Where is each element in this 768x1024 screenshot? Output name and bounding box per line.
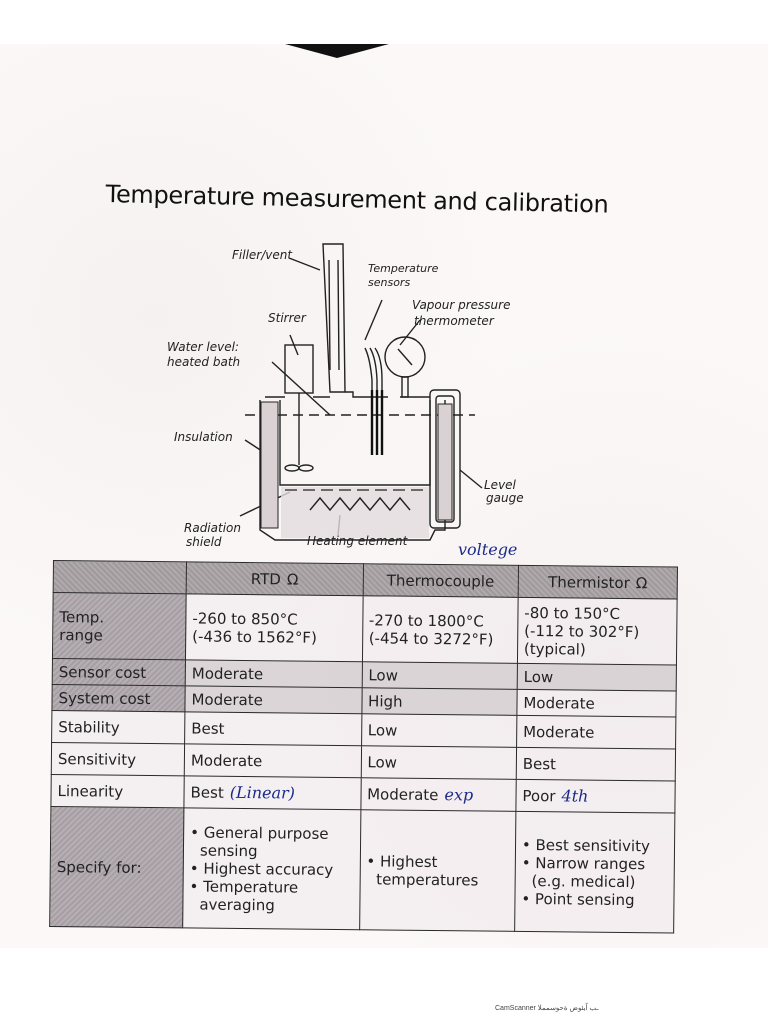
label-temperature-sensors-2: sensors bbox=[368, 276, 411, 289]
cell-line: -80 to 150°C bbox=[524, 603, 621, 623]
header-corner bbox=[53, 560, 187, 594]
scan-top-margin bbox=[0, 0, 768, 44]
cell-thermistor-system-cost: Moderate bbox=[516, 689, 677, 718]
cell-line: • Highest bbox=[366, 851, 438, 871]
label-radiation-shield-2: shield bbox=[186, 535, 222, 549]
cell-line: (-454 to 3272°F) bbox=[368, 628, 494, 649]
label-vapour-pressure-1: Vapour pressure bbox=[412, 298, 511, 312]
cell-line: (-112 to 302°F) bbox=[524, 621, 640, 641]
cell-thermistor-stability: Moderate bbox=[516, 715, 676, 750]
camscanner-watermark: CamScanner ـب اًيئوض ةحوسمملا bbox=[495, 1005, 599, 1012]
cell-line: • General purpose bbox=[190, 822, 329, 843]
header-rtd: RTD Ω bbox=[186, 561, 364, 596]
calibration-bath-diagram: Filler/vent Temperature sensors Vapour p… bbox=[160, 240, 540, 550]
handwritten-fourth-note: 4th bbox=[561, 786, 589, 806]
row-label-stability: Stability bbox=[51, 710, 185, 744]
cell-thermistor-range: -80 to 150°C (-112 to 302°F) (typical) bbox=[517, 597, 678, 666]
label-water-level-1: Water level: bbox=[167, 340, 239, 354]
cell-line: (-436 to 1562°F) bbox=[192, 626, 317, 647]
cell-line: • Point sensing bbox=[521, 889, 635, 909]
cell-rtd-range: -260 to 850°C (-436 to 1562°F) bbox=[185, 593, 363, 662]
row-label-system-cost: System cost bbox=[51, 684, 186, 712]
calibration-bath-illustration bbox=[239, 243, 483, 541]
cell-thermocouple-stability: Low bbox=[361, 713, 517, 748]
header-thermistor-label: Thermistor bbox=[548, 572, 630, 592]
cell-line: • Narrow ranges bbox=[521, 853, 646, 873]
row-label-line: range bbox=[59, 625, 103, 645]
cell-line: • Temperature bbox=[189, 876, 299, 897]
cell-line: • Highest accuracy bbox=[189, 858, 334, 879]
header-thermocouple: Thermocouple bbox=[362, 563, 519, 598]
page-fold-notch bbox=[285, 44, 389, 58]
cell-line: -260 to 850°C bbox=[192, 608, 298, 629]
cell-value: Moderate bbox=[367, 785, 439, 805]
row-label-sensitivity: Sensitivity bbox=[51, 742, 185, 776]
cell-thermocouple-specify: • Highest temperatures bbox=[359, 809, 516, 932]
label-filler-vent: Filler/vent bbox=[232, 248, 293, 262]
row-label-sensor-cost: Sensor cost bbox=[52, 658, 186, 686]
label-level-gauge-1: Level bbox=[484, 478, 516, 492]
scan-bottom-margin bbox=[0, 948, 768, 1024]
cell-line: temperatures bbox=[376, 869, 479, 889]
label-insulation: Insulation bbox=[174, 430, 233, 444]
cell-line: averaging bbox=[199, 895, 275, 914]
cell-thermocouple-sensitivity: Low bbox=[360, 745, 517, 780]
cell-line: (e.g. medical) bbox=[531, 871, 636, 891]
label-level-gauge-2: gauge bbox=[486, 491, 524, 505]
cell-thermocouple-range: -270 to 1800°C (-454 to 3272°F) bbox=[362, 595, 519, 664]
handwritten-exp-note: exp bbox=[444, 785, 474, 805]
row-label-temp-range: Temp. range bbox=[52, 592, 187, 660]
label-temperature-sensors-1: Temperature bbox=[368, 262, 439, 275]
label-stirrer: Stirrer bbox=[268, 311, 306, 325]
cell-rtd-stability: Best bbox=[184, 711, 362, 746]
row-label-specify-for: Specify for: bbox=[49, 806, 184, 928]
handwritten-linear-note: (Linear) bbox=[229, 782, 296, 803]
cell-thermocouple-sensor-cost: Low bbox=[361, 661, 518, 690]
cell-thermistor-sensor-cost: Low bbox=[517, 663, 677, 692]
cell-rtd-specify: • General purpose sensing • Highest accu… bbox=[182, 807, 361, 930]
table-row: Temp. range -260 to 850°C (-436 to 1562°… bbox=[52, 592, 678, 666]
ohm-icon: Ω bbox=[286, 569, 299, 589]
header-thermistor: Thermistor Ω bbox=[518, 565, 678, 600]
cell-thermocouple-system-cost: High bbox=[361, 687, 518, 716]
cell-line: sensing bbox=[199, 841, 258, 860]
label-heating-element: Heating element bbox=[307, 534, 408, 548]
cell-rtd-system-cost: Moderate bbox=[184, 685, 362, 714]
row-label-linearity: Linearity bbox=[50, 774, 185, 808]
header-rtd-label: RTD bbox=[250, 569, 281, 588]
cell-value: Poor bbox=[522, 786, 556, 806]
cell-rtd-sensitivity: Moderate bbox=[184, 743, 362, 778]
cell-thermistor-sensitivity: Best bbox=[516, 747, 676, 782]
ohm-icon: Ω bbox=[635, 573, 648, 592]
cell-line: -270 to 1800°C bbox=[368, 610, 484, 631]
label-vapour-pressure-2: thermometer bbox=[414, 314, 494, 328]
cell-line: (typical) bbox=[523, 639, 586, 659]
cell-rtd-sensor-cost: Moderate bbox=[185, 659, 363, 688]
handwritten-voltage-note: voltege bbox=[458, 540, 518, 559]
cell-value: Best bbox=[190, 783, 224, 802]
cell-thermistor-specify: • Best sensitivity • Narrow ranges (e.g.… bbox=[514, 811, 675, 934]
cell-rtd-linearity: Best (Linear) bbox=[183, 775, 361, 810]
label-water-level-2: heated bath bbox=[167, 355, 241, 369]
cell-line: • Best sensitivity bbox=[521, 835, 651, 855]
sensor-comparison-table: RTD Ω Thermocouple Thermistor Ω Temp. rang… bbox=[49, 560, 678, 934]
label-radiation-shield-1: Radiation bbox=[184, 521, 241, 535]
table-row: Specify for: • General purpose sensing •… bbox=[49, 806, 675, 934]
row-label-line: Temp. bbox=[59, 607, 105, 627]
